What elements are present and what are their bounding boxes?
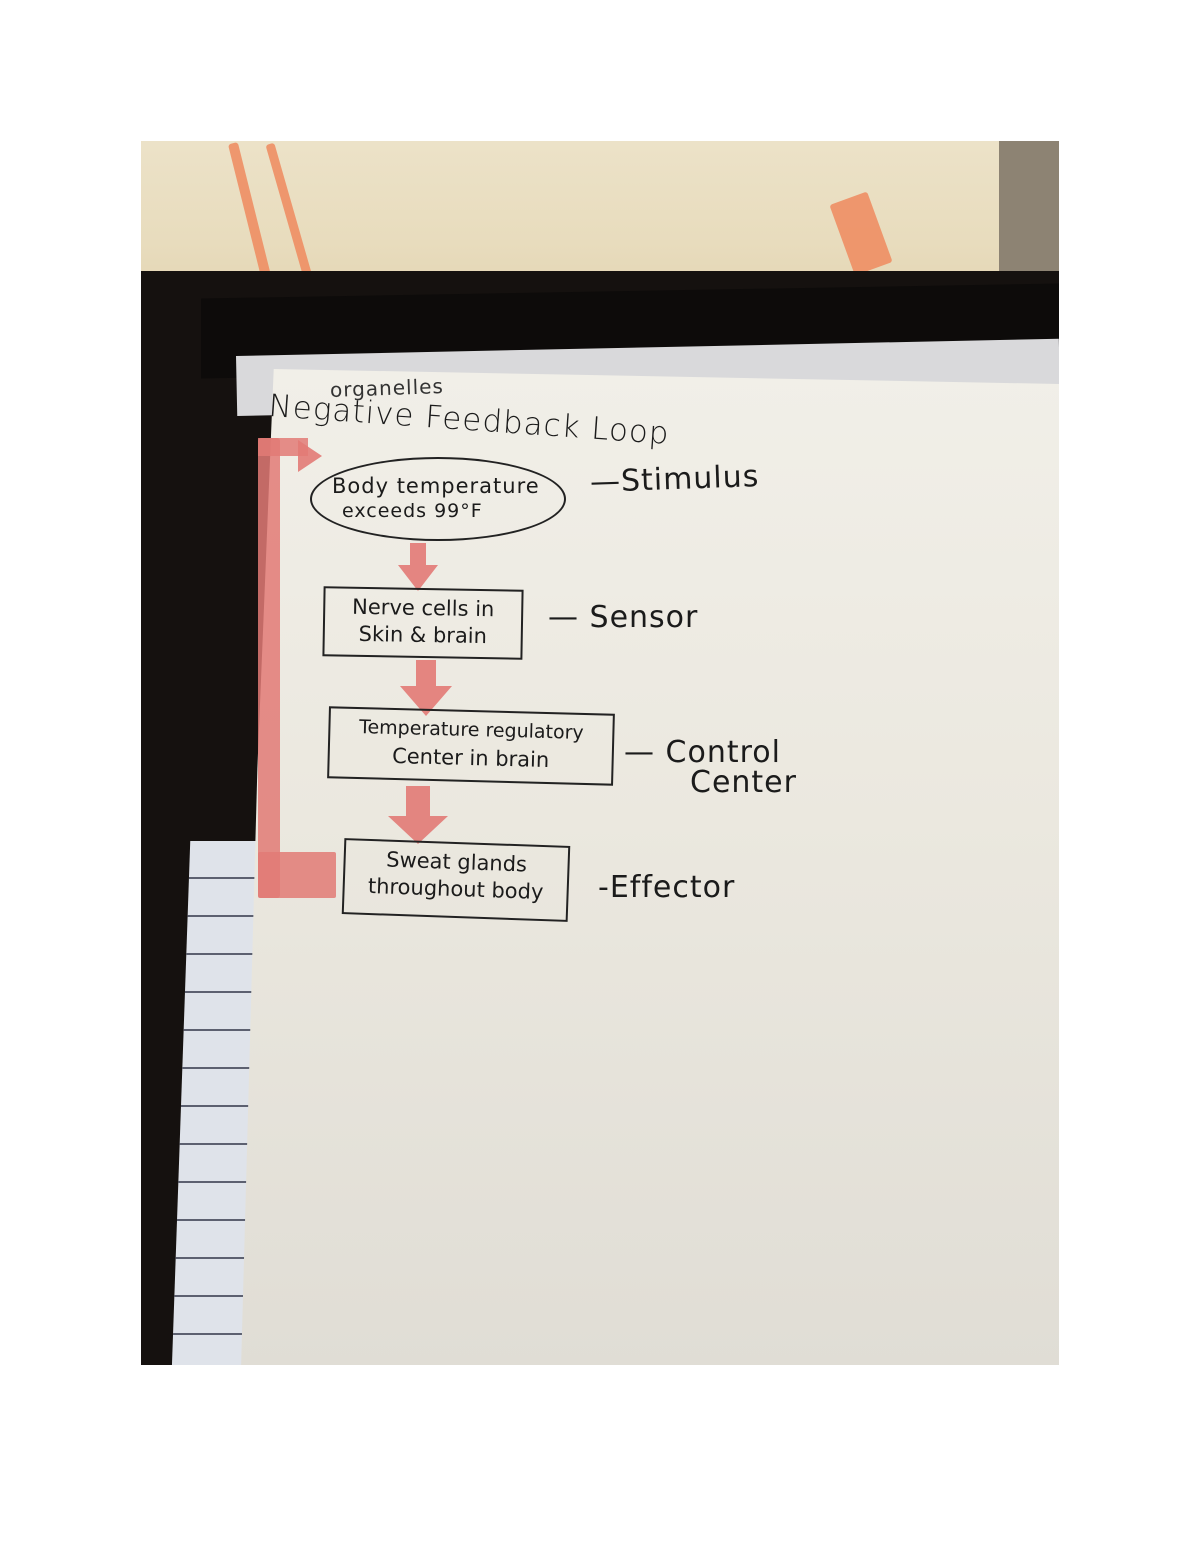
- down-arrow-icon: [400, 660, 452, 716]
- control-center-role-label-2: Center: [690, 765, 797, 800]
- sensor-role-label: — Sensor: [548, 600, 699, 635]
- stimulus-line-1: Body temperature: [332, 474, 540, 498]
- blanket-stripe: [829, 191, 893, 276]
- sensor-line-1: Nerve cells in: [351, 594, 495, 622]
- effector-role-label: -Effector: [598, 870, 736, 905]
- feedback-loop-arrow-top: [258, 438, 308, 456]
- sensor-node: Nerve cells in Skin & brain: [322, 586, 524, 660]
- down-arrow-icon: [388, 786, 448, 844]
- down-arrow-icon: [398, 543, 438, 591]
- blanket-shadow: [999, 141, 1059, 271]
- stimulus-line-2: exceeds 99°F: [342, 500, 483, 522]
- stimulus-role-label: —Stimulus: [589, 459, 760, 500]
- control-center-role-label-1: — Control: [624, 735, 781, 770]
- feedback-loop-arrow-bottom: [258, 852, 336, 898]
- sensor-line-2: Skin & brain: [358, 621, 488, 649]
- feedback-loop-arrow: [258, 438, 280, 898]
- photo: [141, 141, 1059, 1365]
- blanket-stripe: [228, 142, 274, 290]
- control-center-line-1: Temperature regulatory: [358, 716, 584, 744]
- feedback-loop-arrow-head-icon: [298, 440, 322, 472]
- blanket-stripe: [265, 142, 316, 290]
- effector-line-2: throughout body: [367, 873, 544, 905]
- effector-node: Sweat glands throughout body: [341, 838, 571, 922]
- control-center-line-2: Center in brain: [391, 743, 550, 773]
- stimulus-node: [310, 457, 566, 541]
- control-center-node: Temperature regulatory Center in brain: [327, 706, 615, 786]
